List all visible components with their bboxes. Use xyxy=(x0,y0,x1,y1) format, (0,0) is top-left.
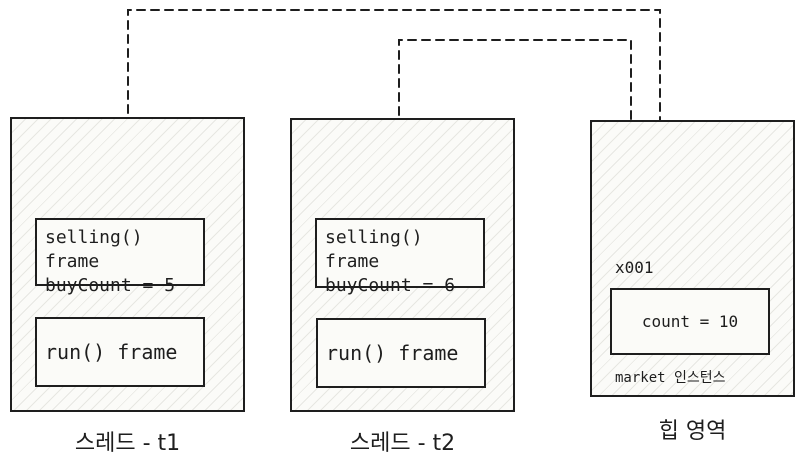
heap-count-field: count = 10 xyxy=(610,288,770,355)
t2-selling-frame: selling() frame buyCount = 6 xyxy=(315,218,485,296)
heap-caption: 힙 영역 xyxy=(658,419,727,444)
t1-selling-frame: selling() frame buyCount = 5 xyxy=(35,218,205,296)
t1-run-frame: run() frame xyxy=(35,317,205,387)
thread-t1-caption: 스레드 - t1 xyxy=(74,431,181,456)
heap-instance-label: market 인스턴스 xyxy=(615,370,726,386)
thread-t2-caption: 스레드 - t2 xyxy=(349,431,456,456)
heap-address: x001 xyxy=(615,258,654,277)
t2-run-frame: run() frame xyxy=(316,318,486,388)
